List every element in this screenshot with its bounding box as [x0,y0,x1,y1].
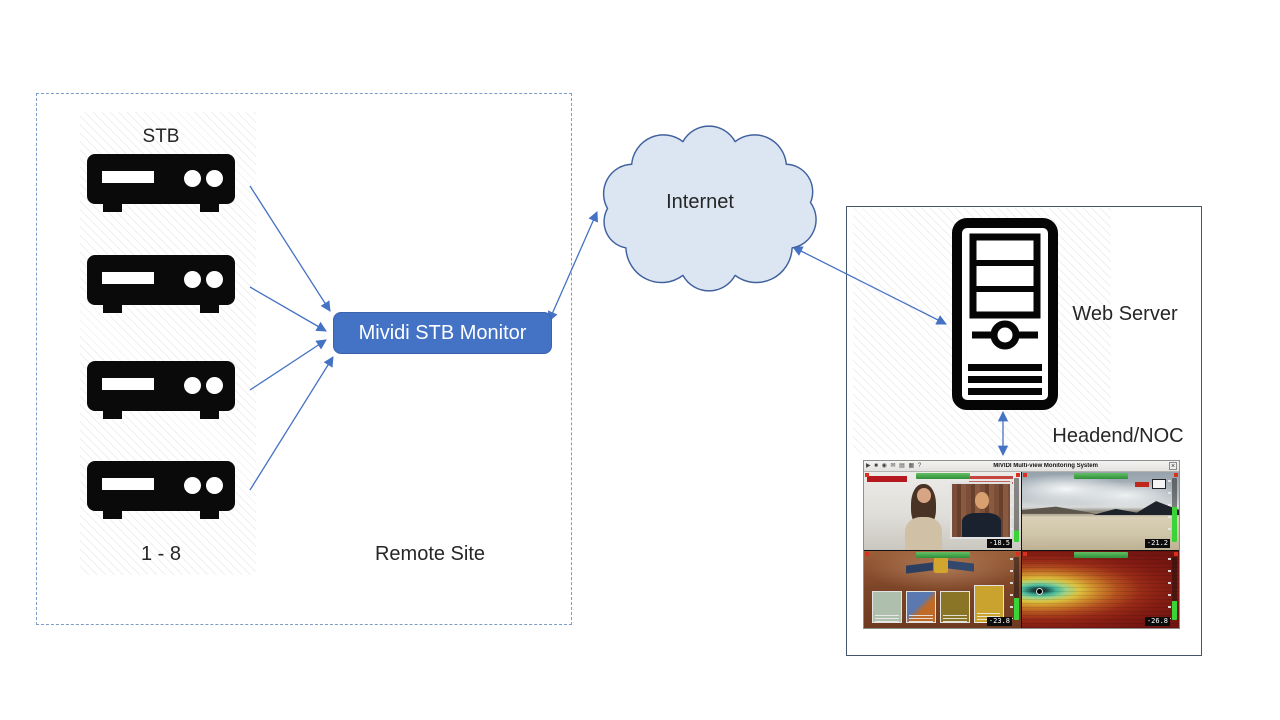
stb-foot [103,305,122,313]
stb-display-slot [102,171,154,183]
record-indicator [1016,473,1020,477]
channel-caption-bar [915,473,970,479]
audio-meter-scale [1168,479,1171,541]
instrument-thumbnails [871,585,1004,623]
headend-noc-label: Headend/NOC [1052,425,1184,447]
anchor-face [916,488,931,503]
audio-meter-scale [1010,479,1013,541]
audio-level-readout: -26.8 [1144,617,1170,626]
remote-site-label: Remote Site [374,543,486,565]
stb-knob [184,170,201,187]
mountain-silhouette [1091,501,1179,516]
monitoring-toolbar-icons: ▶ ■ ◉ ✉ ▤ ▦ ? [866,463,923,469]
audio-meter-bar [1172,556,1177,621]
stb-icon-2 [87,255,235,313]
guest-torso [961,512,1002,537]
record-indicator [1023,551,1027,556]
internet-label: Internet [666,191,734,213]
monitoring-window-titlebar: ▶ ■ ◉ ✉ ▤ ▦ ? MIVIDI Multi-view Monitori… [864,461,1179,472]
record-indicator [1016,551,1020,556]
video-tile-simulation: -26.8 [1022,550,1179,628]
monitoring-app-screenshot: ▶ ■ ◉ ✉ ▤ ▦ ? MIVIDI Multi-view Monitori… [863,460,1180,629]
stb-body [87,361,235,411]
video-tile-news: -18.5 [864,472,1021,550]
video-tile-satellite: -23.8 [864,550,1021,628]
headend-noc-box [846,206,1202,656]
anchor-torso [904,516,943,550]
record-indicator [1023,473,1027,477]
guest-face [974,492,989,510]
thumbnail [871,590,902,623]
stb-range-label: 1 - 8 [140,543,182,565]
stb-label: STB [142,126,180,147]
record-indicator [865,473,869,477]
multiview-grid: -18.5 -21.2 [864,472,1179,628]
news-headline-line [935,476,1013,479]
stb-icon-4 [87,461,235,519]
stb-knob [206,170,223,187]
mountain-silhouette [1022,506,1098,514]
monitoring-window-title: MIVIDI Multi-view Monitoring System [993,463,1098,469]
stb-body [87,461,235,511]
broadcaster-logo [1135,482,1150,487]
stb-foot [200,204,219,212]
thumbnail [905,590,936,623]
satellite-body [933,557,948,573]
stb-foot [200,511,219,519]
stb-foot [103,511,122,519]
stb-foot [200,411,219,419]
stb-knob [184,477,201,494]
stb-foot [200,305,219,313]
channel-caption-bar [1073,473,1128,479]
channel-caption-bar [915,551,970,558]
web-server-label: Web Server [1072,303,1178,325]
stb-display-slot [102,272,154,284]
server-tower-icon [952,218,1058,410]
mividi-stb-monitor-node: Mividi STB Monitor [333,312,552,354]
satellite-solar-panel [906,562,934,574]
audio-meter-scale [1010,558,1013,619]
stb-knob [184,271,201,288]
audio-meter-scale [1168,558,1171,619]
channel-caption-bar [1073,551,1128,558]
audio-level-readout: -21.2 [1144,538,1170,548]
stb-icon-1 [87,154,235,212]
audio-meter-bar [1014,556,1019,621]
stb-body [87,255,235,305]
stb-display-slot [102,478,154,490]
audio-level-readout: -23.8 [986,617,1012,626]
remote-site-box [36,93,572,625]
record-indicator [1174,551,1178,556]
simulation-core-point [1036,588,1044,596]
thumbnail [939,590,970,623]
record-indicator [1174,473,1178,477]
stb-body [87,154,235,204]
satellite-solar-panel [947,560,974,572]
close-icon: × [1169,462,1177,470]
video-tile-landscape: -21.2 [1022,472,1179,550]
audio-level-readout: -18.5 [986,538,1012,548]
stb-display-slot [102,378,154,390]
record-indicator [865,551,869,556]
stb-icon-3 [87,361,235,419]
news-logo-strip [867,476,907,482]
stb-knob [206,271,223,288]
audio-meter-bar [1014,478,1019,542]
audio-meter-bar [1172,478,1177,542]
stb-foot [103,411,122,419]
stb-knob [206,477,223,494]
stb-knob [184,377,201,394]
broadcaster-logo [1152,478,1167,490]
stb-foot [103,204,122,212]
guest-inset-frame [950,482,1013,539]
stb-knob [206,377,223,394]
